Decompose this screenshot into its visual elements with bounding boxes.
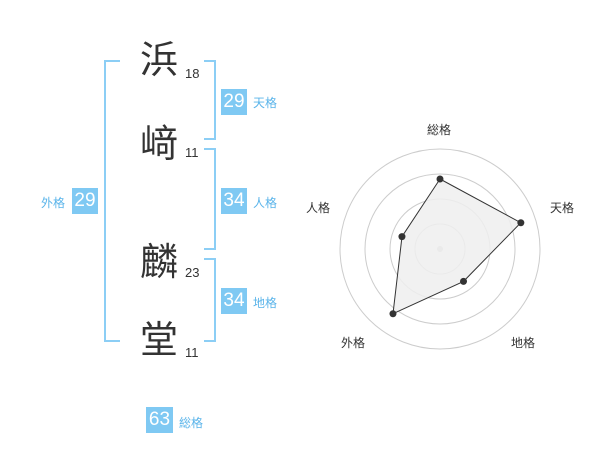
- gaikaku-label: 外格: [41, 196, 66, 210]
- name-char-3: 麟: [140, 240, 179, 284]
- radar-value-polygon: [392, 178, 522, 315]
- radar-axis-label-gaikaku: 外格: [341, 336, 366, 350]
- chikaku-label: 地格: [253, 296, 278, 310]
- soukaku-value: 63: [146, 407, 173, 433]
- radar-point-3: [460, 277, 468, 285]
- radar-axis-label-soukaku: 総格: [427, 123, 452, 137]
- gaikaku-value: 29: [72, 188, 98, 214]
- radar-axis-label-chikaku: 地格: [511, 336, 536, 350]
- tenkaku-value: 29: [221, 89, 247, 115]
- name-char-4: 堂: [140, 318, 179, 362]
- radar-axis-label-jinkaku: 人格: [306, 201, 331, 215]
- chikaku-value: 34: [221, 288, 247, 314]
- radar-point-2: [517, 219, 525, 227]
- jinkaku-label: 人格: [253, 196, 278, 210]
- radar-point-4: [389, 310, 397, 318]
- radar-grid-ring: [339, 148, 541, 350]
- stroke-count-3: 23: [185, 265, 200, 280]
- radar-point-1: [436, 175, 444, 183]
- stroke-count-1: 18: [185, 66, 200, 81]
- radar-grid-ring: [364, 173, 516, 325]
- radar-point-5: [398, 233, 406, 241]
- name-char-2: 﨑: [140, 122, 179, 166]
- soukaku-label: 総格: [179, 416, 204, 430]
- stroke-count-4: 11: [185, 345, 199, 360]
- stroke-count-2: 11: [185, 145, 199, 160]
- name-char-1: 浜: [140, 38, 179, 82]
- tenkaku-label: 天格: [253, 96, 278, 110]
- jinkaku-value: 34: [221, 188, 247, 214]
- radar-axis-label-tenkaku: 天格: [550, 201, 575, 215]
